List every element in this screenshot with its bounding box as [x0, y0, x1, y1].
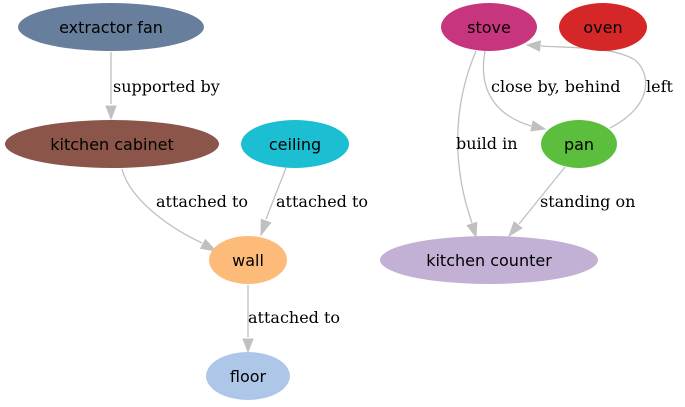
node-label-wall: wall	[232, 251, 264, 270]
edge-line-cabinet-wall	[121, 168, 203, 244]
node-floor: floor	[206, 352, 290, 400]
edge-labels-layer: supported by attached to attached to attach…	[113, 77, 674, 327]
edge-pan-stove	[525, 40, 647, 129]
edge-label-fan-cabinet: supported by	[113, 77, 220, 96]
node-label-oven: oven	[583, 18, 622, 37]
node-pan: pan	[541, 120, 617, 168]
node-label-floor: floor	[230, 367, 267, 386]
node-label-extractor-fan: extractor fan	[59, 18, 163, 37]
node-shape-pan	[541, 120, 617, 168]
node-label-pan: pan	[564, 135, 594, 154]
arrowhead-icon	[508, 220, 523, 238]
arrowhead-icon	[242, 338, 254, 354]
node-oven: oven	[559, 3, 647, 51]
edge-wall-floor	[242, 285, 254, 354]
node-shape-extractor-fan	[18, 3, 204, 51]
node-label-ceiling: ceiling	[269, 135, 321, 154]
node-shape-wall	[209, 236, 287, 284]
edge-label-stove-counter: build in	[456, 134, 518, 153]
arrowhead-icon	[466, 221, 478, 239]
arrowhead-icon	[105, 105, 117, 121]
node-label-kitchen-cabinet: kitchen cabinet	[50, 135, 173, 154]
edge-line-ceiling-wall	[265, 167, 287, 220]
node-shape-stove	[441, 3, 537, 51]
edge-label-cabinet-wall: attached to	[156, 192, 248, 211]
node-shape-oven	[559, 3, 647, 51]
edge-line-pan-counter	[518, 166, 566, 225]
edge-label-ceiling-wall: attached to	[276, 192, 368, 211]
edge-line-stove-counter	[457, 50, 477, 224]
edge-line-pan-stove	[540, 45, 647, 129]
edge-ceiling-wall	[260, 167, 287, 237]
node-label-kitchen-counter: kitchen counter	[426, 251, 552, 270]
edges-layer	[105, 40, 647, 354]
node-label-stove: stove	[467, 18, 511, 37]
edge-fan-cabinet	[105, 52, 117, 121]
node-wall: wall	[209, 236, 287, 284]
node-shape-kitchen-counter	[380, 236, 598, 284]
edge-label-stove-pan: close by, behind	[491, 77, 620, 96]
edge-line-stove-pan	[482, 50, 532, 127]
arrowhead-icon	[199, 238, 218, 252]
node-ceiling: ceiling	[241, 120, 349, 168]
edge-label-wall-floor: attached to	[248, 308, 340, 327]
arrowhead-icon	[525, 40, 541, 52]
edge-label-pan-counter: standing on	[540, 192, 635, 211]
arrowhead-icon	[530, 120, 547, 132]
edge-stove-counter	[457, 50, 478, 239]
node-shape-kitchen-cabinet	[5, 120, 219, 168]
node-shape-ceiling	[241, 120, 349, 168]
edge-stove-pan	[482, 50, 547, 132]
node-stove: stove	[441, 3, 537, 51]
edge-pan-counter	[508, 166, 566, 238]
nodes-layer: extractor fan kitchen cabinet ceiling wall f…	[5, 3, 647, 400]
edge-label-pan-stove: left	[646, 77, 674, 96]
edge-cabinet-wall	[121, 168, 218, 252]
node-kitchen-cabinet: kitchen cabinet	[5, 120, 219, 168]
arrowhead-icon	[260, 218, 272, 237]
node-extractor-fan: extractor fan	[18, 3, 204, 51]
node-kitchen-counter: kitchen counter	[380, 236, 598, 284]
node-shape-floor	[206, 352, 290, 400]
